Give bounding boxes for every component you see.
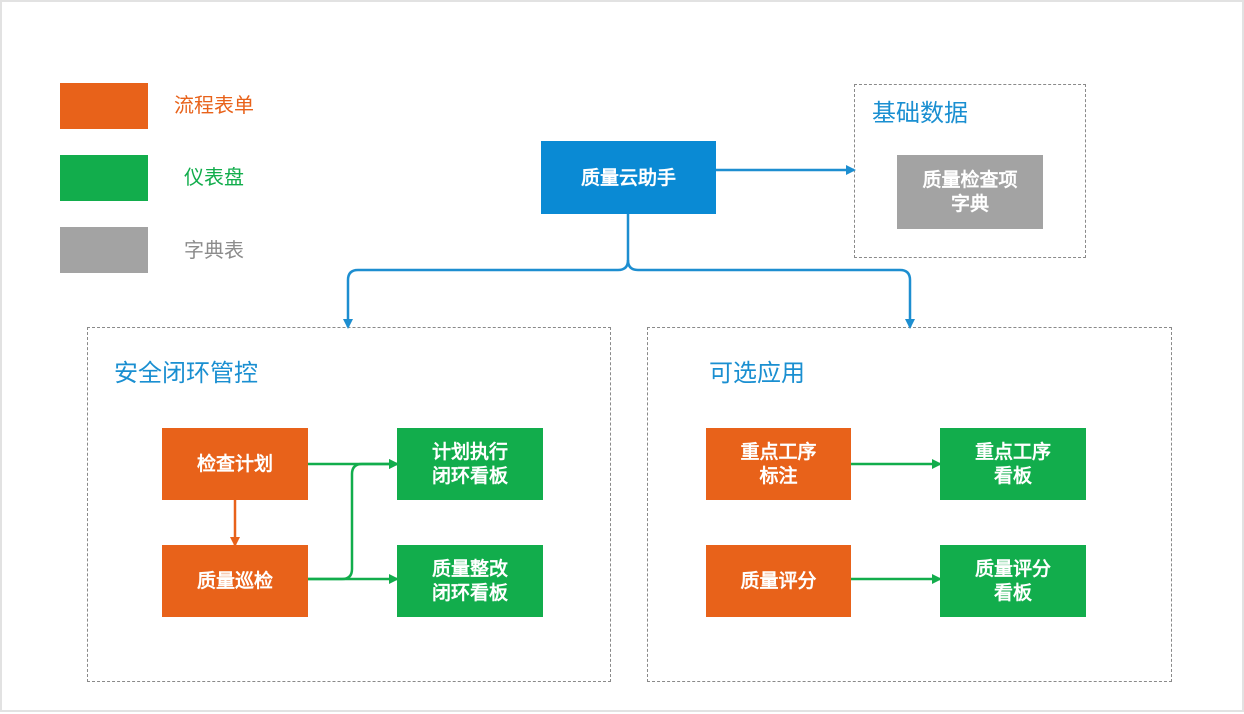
connector-patrol-to-execution-board <box>308 459 399 581</box>
node-quality-rectification-board[interactable]: 质量整改 闭环看板 <box>397 545 543 617</box>
connector-central-stem <box>343 214 630 329</box>
node-plan-execution-board[interactable]: 计划执行 闭环看板 <box>397 428 543 500</box>
node-label-line-2: 闭环看板 <box>431 465 508 487</box>
node-key-process-board[interactable]: 重点工序 看板 <box>940 428 1086 500</box>
node-inspection-plan[interactable]: 检查计划 <box>162 428 308 500</box>
group-title-safety-loop-control: 安全闭环管控 <box>114 359 258 387</box>
node-label-line-2: 字典 <box>950 193 989 215</box>
legend-label-process-form: 流程表单 <box>174 93 254 117</box>
legend-swatch-process-form <box>60 83 148 129</box>
node-label-line-1: 重点工序 <box>740 441 817 463</box>
node-quality-scoring-board[interactable]: 质量评分 看板 <box>940 545 1086 617</box>
node-label-line-1: 质量检查项 <box>922 169 1018 191</box>
node-label-line-1: 计划执行 <box>431 441 508 463</box>
node-quality-patrol[interactable]: 质量巡检 <box>162 545 308 617</box>
node-quality-cloud-assistant[interactable]: 质量云助手 <box>541 141 716 214</box>
node-inspection-items-dictionary[interactable]: 质量检查项 字典 <box>897 155 1043 229</box>
group-title-basic-data: 基础数据 <box>872 99 968 127</box>
connector-central-to-optional-apps <box>626 259 915 329</box>
node-label-line-1: 重点工序 <box>974 441 1051 463</box>
node-label: 质量评分 <box>740 570 817 592</box>
node-label: 质量云助手 <box>580 166 676 189</box>
node-key-process-marking[interactable]: 重点工序 标注 <box>706 428 851 500</box>
node-label-line-2: 标注 <box>759 465 798 487</box>
legend-label-dictionary: 字典表 <box>184 238 244 262</box>
legend-swatch-dashboard <box>60 155 148 201</box>
group-title-optional-apps: 可选应用 <box>709 359 805 387</box>
legend-swatch-dictionary <box>60 227 148 273</box>
node-label-line-2: 看板 <box>993 582 1032 604</box>
node-label-line-2: 闭环看板 <box>431 582 508 604</box>
node-label: 质量巡检 <box>196 570 273 592</box>
node-label: 检查计划 <box>196 453 273 475</box>
node-label-line-2: 看板 <box>993 465 1032 487</box>
node-quality-scoring[interactable]: 质量评分 <box>706 545 851 617</box>
node-label-line-1: 质量评分 <box>974 558 1051 580</box>
legend-label-dashboard: 仪表盘 <box>184 165 244 189</box>
node-label-line-1: 质量整改 <box>431 558 508 580</box>
